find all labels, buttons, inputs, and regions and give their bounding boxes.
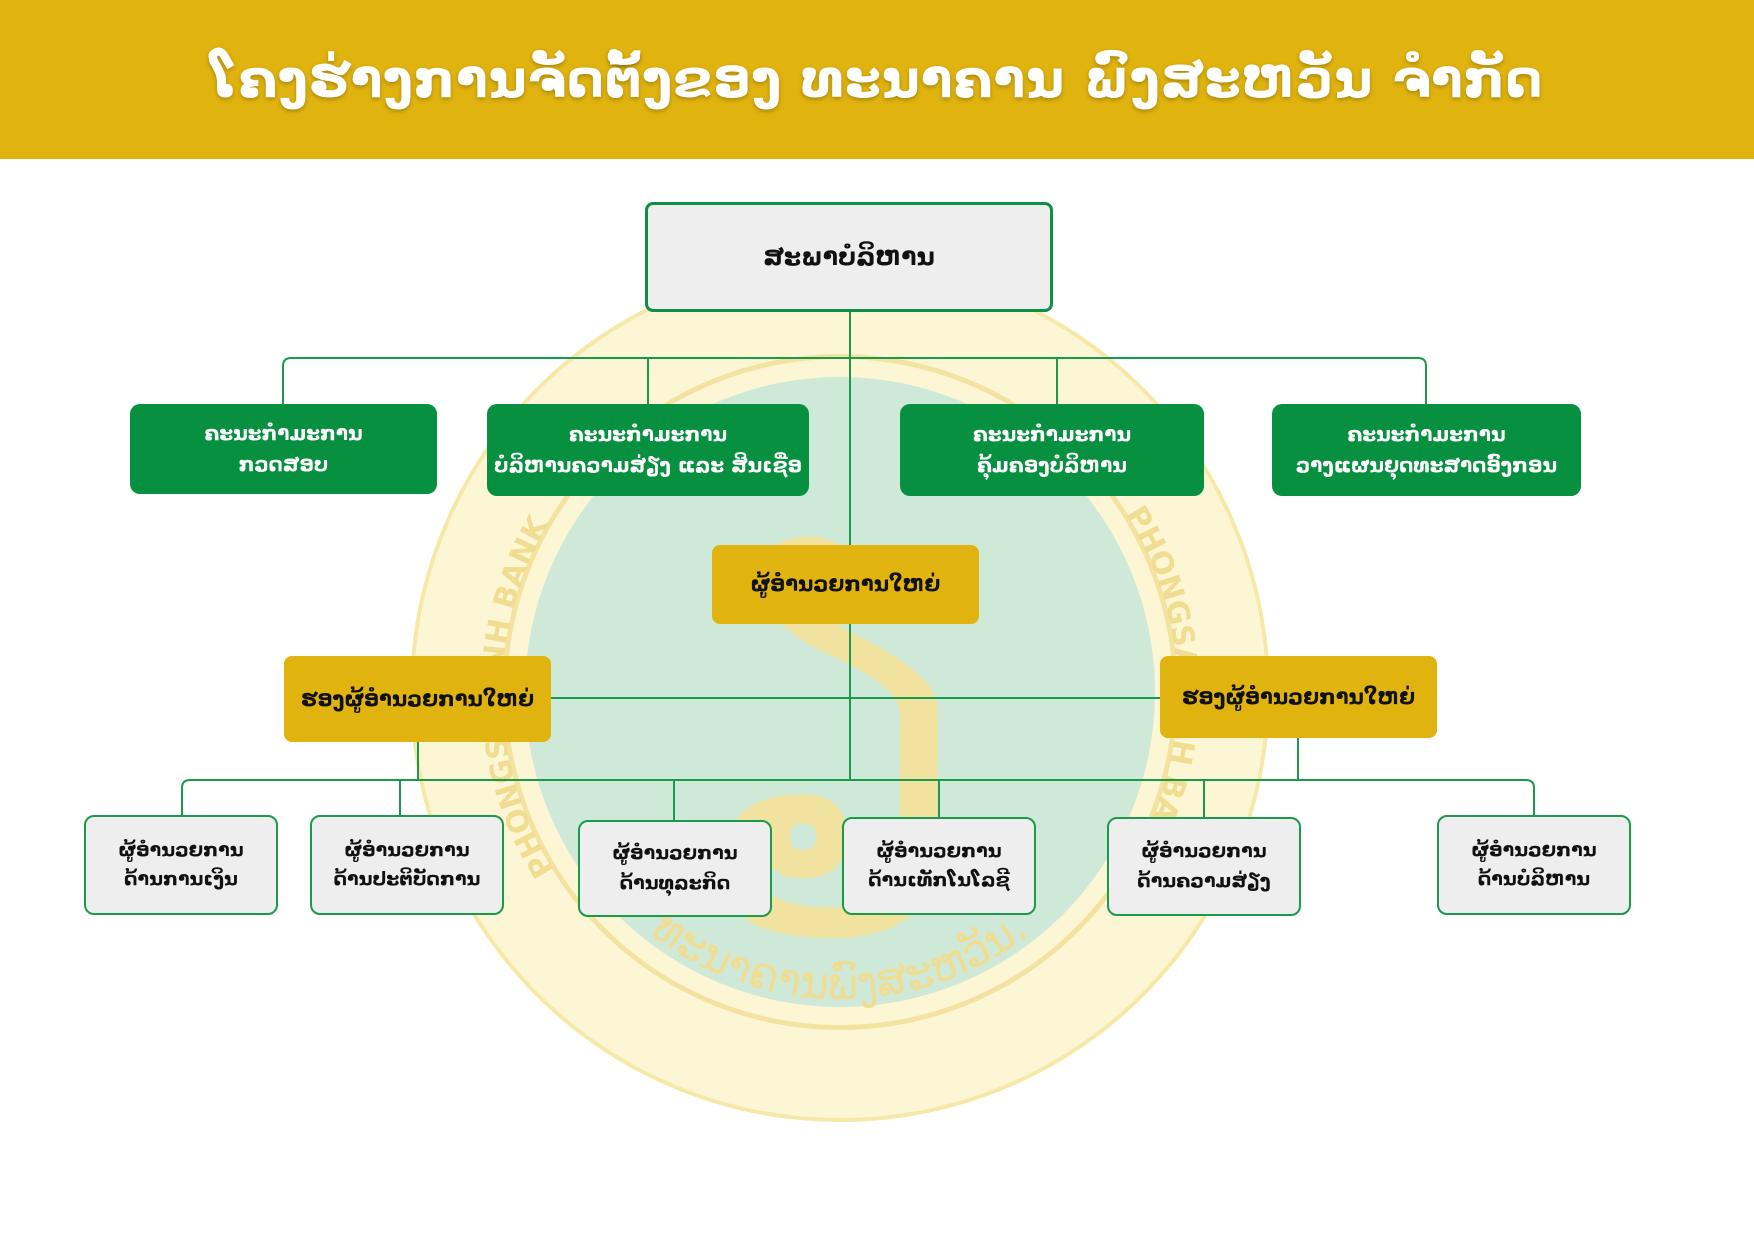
page-title: ໂຄງຮ່າງການຈັດຕັ້ງຂອງ ທະນາຄານ ພົງສະຫວັນ ຈ… <box>210 49 1544 110</box>
director-administration-box: ຜູ້ອຳນວຍການ ດ້ານບໍລິຫານ <box>1437 815 1631 915</box>
department-name: ດ້ານເທັກໂນໂລຊີ <box>868 869 1010 891</box>
committee-name: ວາງແຜນຍຸດທະສາດອົງກອນ <box>1295 453 1558 477</box>
committee-name: ບໍລິຫານຄວາມສ່ຽງ ແລະ ສິນເຊື່ອ <box>494 453 802 477</box>
committee-title: ຄະນະກຳມະການ <box>972 422 1132 446</box>
department-title: ຜູ້ອຳນວຍການ <box>1141 840 1267 863</box>
deputy-label: ຮອງຜູ້ອຳນວຍການໃຫຍ່ <box>300 686 535 711</box>
board-label: ສະພາບໍລິຫານ <box>763 241 935 271</box>
committee-audit-box: ຄະນະກຳມະການ ກວດສອບ <box>130 404 437 494</box>
department-title: ຜູ້ອຳນວຍການ <box>876 839 1002 862</box>
committee-name: ຄຸ້ມຄອງບໍລິຫານ <box>977 453 1127 477</box>
header-banner: ໂຄງຮ່າງການຈັດຕັ້ງຂອງ ທະນາຄານ ພົງສະຫວັນ ຈ… <box>0 0 1754 159</box>
department-title: ຜູ້ອຳນວຍການ <box>344 838 470 861</box>
department-name: ດ້ານປະຕິບັດການ <box>333 868 481 890</box>
committee-governance-box: ຄະນະກຳມະການ ຄຸ້ມຄອງບໍລິຫານ <box>900 404 1204 496</box>
department-name: ດ້ານທຸລະກິດ <box>619 871 731 894</box>
department-name: ດ້ານຄວາມສ່ຽງ <box>1137 869 1271 892</box>
director-risk-box: ຜູ້ອຳນວຍການ ດ້ານຄວາມສ່ຽງ <box>1107 817 1301 916</box>
department-title: ຜູ້ອຳນວຍການ <box>118 838 244 861</box>
committee-strategy-box: ຄະນະກຳມະການ ວາງແຜນຍຸດທະສາດອົງກອນ <box>1272 404 1581 496</box>
committee-title: ຄະນະກຳມະການ <box>1347 422 1506 446</box>
director-business-box: ຜູ້ອຳນວຍການ ດ້ານທຸລະກິດ <box>578 820 772 917</box>
director-operations-box: ຜູ້ອຳນວຍການ ດ້ານປະຕິບັດການ <box>310 815 504 915</box>
department-branch-line <box>181 779 1535 815</box>
ceo-label: ຜູ້ອຳນວຍການໃຫຍ່ <box>750 572 941 597</box>
ceo-box: ຜູ້ອຳນວຍການໃຫຍ່ <box>712 545 979 624</box>
deputy-label: ຮອງຜູ້ອຳນວຍການໃຫຍ່ <box>1181 684 1416 709</box>
committee-risk-credit-box: ຄະນະກຳມະການ ບໍລິຫານຄວາມສ່ຽງ ແລະ ສິນເຊື່ອ <box>487 404 809 496</box>
board-of-directors-box: ສະພາບໍລິຫານ <box>645 202 1053 312</box>
director-finance-box: ຜູ້ອຳນວຍການ ດ້ານການເງິນ <box>84 815 278 915</box>
department-title: ຜູ້ອຳນວຍການ <box>612 842 738 865</box>
committee-name: ກວດສອບ <box>238 452 329 476</box>
deputy-ceo-right-box: ຮອງຜູ້ອຳນວຍການໃຫຍ່ <box>1160 656 1437 738</box>
deputy-ceo-left-box: ຮອງຜູ້ອຳນວຍການໃຫຍ່ <box>284 656 551 742</box>
committee-branch-line <box>282 357 1427 404</box>
committee-title: ຄະນະກຳມະການ <box>568 422 728 446</box>
department-name: ດ້ານບໍລິຫານ <box>1477 868 1591 890</box>
department-title: ຜູ້ອຳນວຍການ <box>1471 838 1597 861</box>
department-name: ດ້ານການເງິນ <box>124 868 238 890</box>
committee-title: ຄະນະກຳມະການ <box>204 421 363 445</box>
director-technology-box: ຜູ້ອຳນວຍການ ດ້ານເທັກໂນໂລຊີ <box>842 817 1036 915</box>
